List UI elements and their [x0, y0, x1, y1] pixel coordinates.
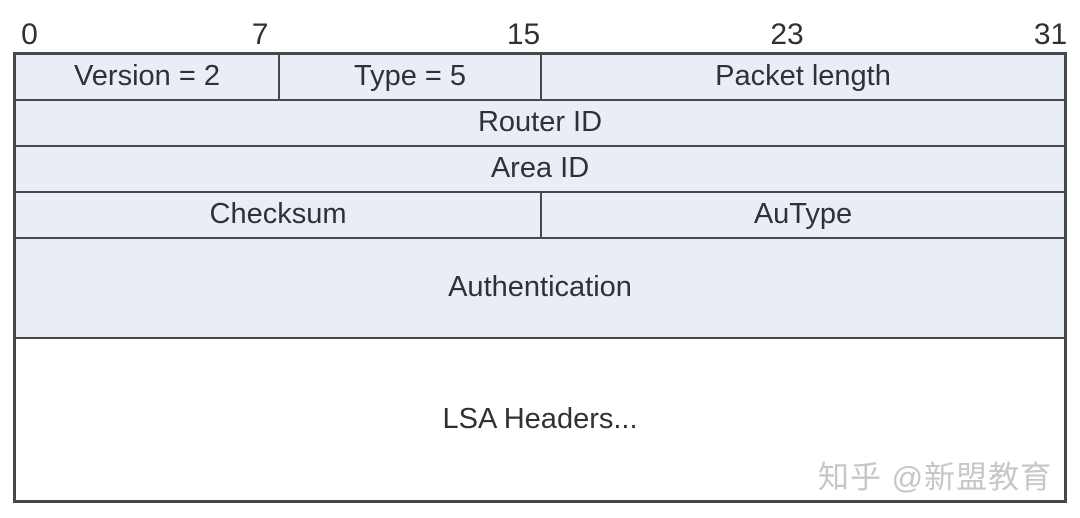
field-authentication: Authentication: [16, 239, 1064, 337]
field-type: Type = 5: [278, 55, 540, 99]
table-row-header-word1: Version = 2 Type = 5 Packet length: [16, 55, 1064, 99]
watermark: 知乎 @新盟教育: [818, 460, 1053, 495]
bit-label-15: 15: [506, 18, 541, 51]
table-row-area-id: Area ID: [16, 145, 1064, 191]
table-row-checksum-autype: Checksum AuType: [16, 191, 1064, 237]
bit-label-7: 7: [251, 18, 269, 51]
field-version: Version = 2: [16, 55, 278, 99]
table-row-lsa-headers: LSA Headers...: [16, 337, 1064, 500]
field-autype: AuType: [540, 193, 1064, 237]
packet-structure-table: Version = 2 Type = 5 Packet length Route…: [13, 52, 1067, 503]
bit-label-23: 23: [770, 18, 804, 51]
bit-label-0: 0: [21, 18, 38, 51]
field-lsa-headers: LSA Headers...: [16, 339, 1064, 500]
field-area-id: Area ID: [16, 147, 1064, 191]
table-row-router-id: Router ID: [16, 99, 1064, 145]
bit-label-31: 31: [1033, 18, 1068, 51]
field-router-id: Router ID: [16, 101, 1064, 145]
field-checksum: Checksum: [16, 193, 540, 237]
field-packet-length: Packet length: [540, 55, 1064, 99]
bit-ruler: 0 7 15 23 31: [13, 14, 1067, 50]
table-row-authentication: Authentication: [16, 237, 1064, 337]
